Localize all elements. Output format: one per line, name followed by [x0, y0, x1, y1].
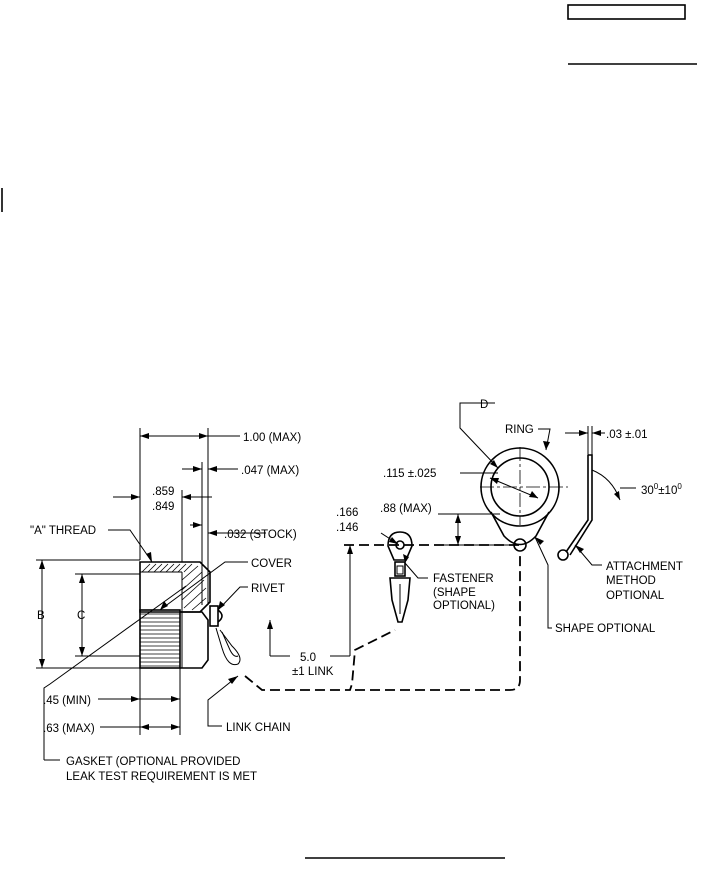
label-link-1: 5.0 [300, 652, 316, 664]
label-link-2: ±1 LINK [292, 666, 334, 678]
ring [480, 447, 568, 552]
chain-path-left [244, 629, 396, 691]
label-dim-032: .032 (STOCK) [224, 529, 297, 541]
label-dim-849: .849 [152, 501, 174, 513]
label-a-thread: "A" THREAD [30, 525, 96, 537]
label-b: B [37, 610, 45, 622]
label-dim-859: .859 [152, 486, 174, 498]
labels: D RING .03 ±.01 300±100 .115 ±.025 1.00 … [30, 399, 683, 783]
label-gasket-1: GASKET (OPTIONAL PROVIDED [66, 756, 240, 768]
label-dim-63: .63 (MAX) [43, 723, 95, 735]
label-dim-047: .047 (MAX) [241, 465, 299, 477]
label-attachment-1: ATTACHMENT [606, 561, 683, 573]
label-d: D [480, 399, 488, 411]
label-rivet: RIVET [251, 583, 285, 595]
label-dim-45: .45 (MIN) [43, 695, 91, 707]
arrowheads [39, 430, 620, 730]
label-shape-optional: SHAPE OPTIONAL [555, 623, 656, 635]
header-box [567, 4, 686, 20]
dimension-lines [36, 402, 636, 761]
label-fastener-2: (SHAPE [433, 587, 476, 599]
label-attachment-2: METHOD [606, 575, 656, 587]
label-dim-115: .115 ±.025 [383, 468, 436, 480]
label-dim-100: 1.00 (MAX) [243, 432, 301, 444]
label-dim-88: .88 (MAX) [380, 503, 432, 515]
label-fastener-3: OPTIONAL) [433, 600, 495, 612]
label-c: C [77, 610, 85, 622]
label-cover: COVER [251, 558, 292, 570]
label-gasket-2: LEAK TEST REQUIREMENT IS MET [66, 771, 257, 783]
label-dim-166: .166 [336, 507, 358, 519]
label-ring: RING [505, 424, 534, 436]
label-link-chain: LINK CHAIN [226, 722, 291, 734]
label-dim-03: .03 ±.01 [606, 429, 647, 441]
ring-side-view [557, 454, 593, 561]
label-angle: 300±100 [641, 482, 682, 497]
label-fastener-1: FASTENER [433, 573, 494, 585]
label-attachment-3: OPTIONAL [606, 590, 665, 602]
chain-path-right [355, 552, 521, 691]
label-dim-146: .146 [336, 522, 358, 534]
cap-body [139, 561, 241, 669]
